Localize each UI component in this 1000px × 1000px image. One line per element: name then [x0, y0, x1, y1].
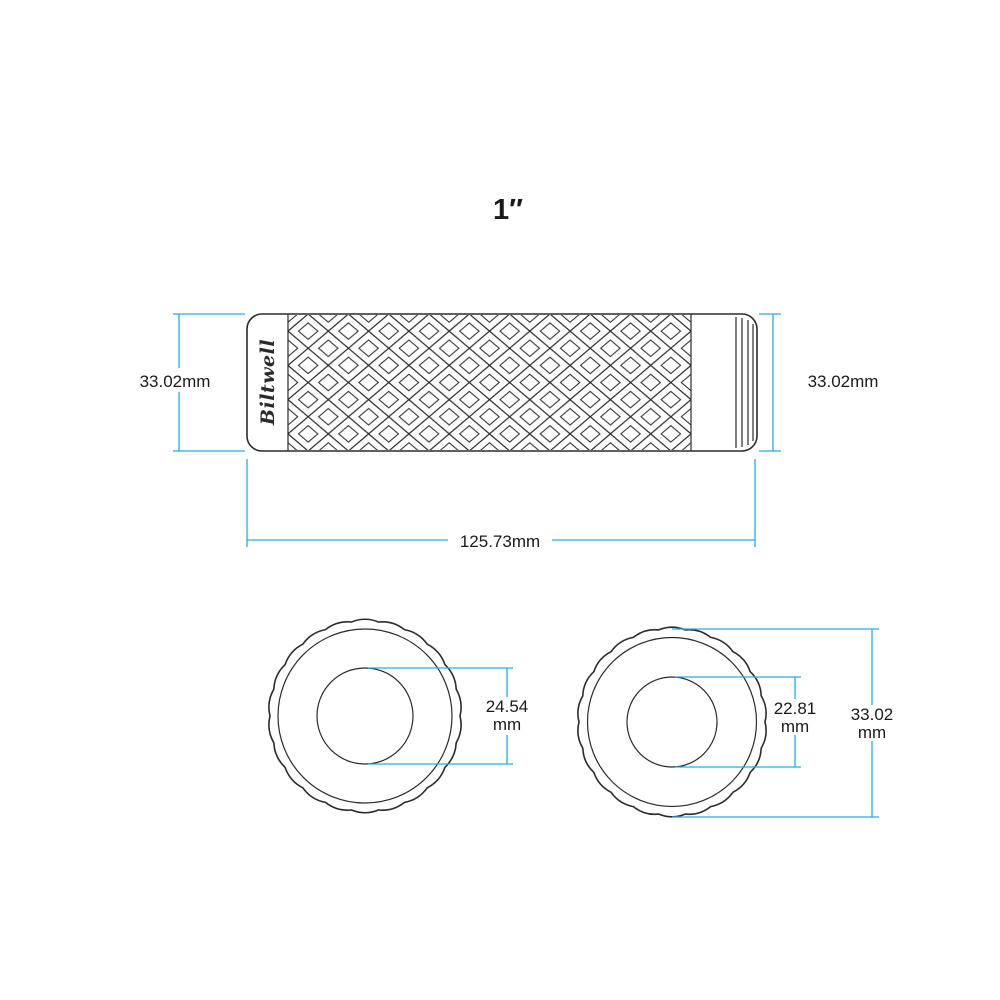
end-left-bore-circle [316, 667, 414, 765]
end-right-bore-circle [626, 676, 718, 768]
dim-left-height: 33.02mm [128, 313, 245, 452]
end-right-rim-circle [586, 636, 758, 808]
dim-left-bore-value: 24.54 [486, 697, 529, 716]
diameter-title: 1″ [493, 194, 523, 226]
dim-left-label: 33.02mm [140, 372, 211, 391]
grip-side-view: Biltwell [246, 313, 758, 452]
end-view-right: 22.81 mm 33.02 mm [577, 626, 900, 818]
end-view-left: 24.54 mm [268, 618, 535, 814]
dim-right-label: 33.02mm [808, 372, 879, 391]
dim-right-bore-unit: mm [781, 717, 809, 736]
dim-left-bore-unit: mm [493, 715, 521, 734]
dim-left-bore: 24.54 mm [368, 667, 535, 765]
grip-end-ribs [735, 317, 754, 448]
end-right-scalloped-edge [577, 626, 767, 818]
dim-overall-length: 125.73mm [246, 459, 756, 552]
dim-right-outer-value: 33.02 [851, 705, 894, 724]
end-left-scalloped-edge [268, 618, 462, 814]
dim-right-outer-unit: mm [858, 723, 886, 742]
dim-right-bore-value: 22.81 [774, 699, 817, 718]
end-left-rim-circle [277, 628, 453, 804]
dim-right-outer: 33.02 mm [672, 628, 900, 818]
knurl-pattern-area [288, 315, 691, 450]
dim-right-height: 33.02mm [759, 313, 879, 452]
dim-right-bore: 22.81 mm [675, 676, 823, 768]
dim-length-label: 125.73mm [460, 532, 540, 551]
biltwell-logo: Biltwell [257, 339, 279, 426]
